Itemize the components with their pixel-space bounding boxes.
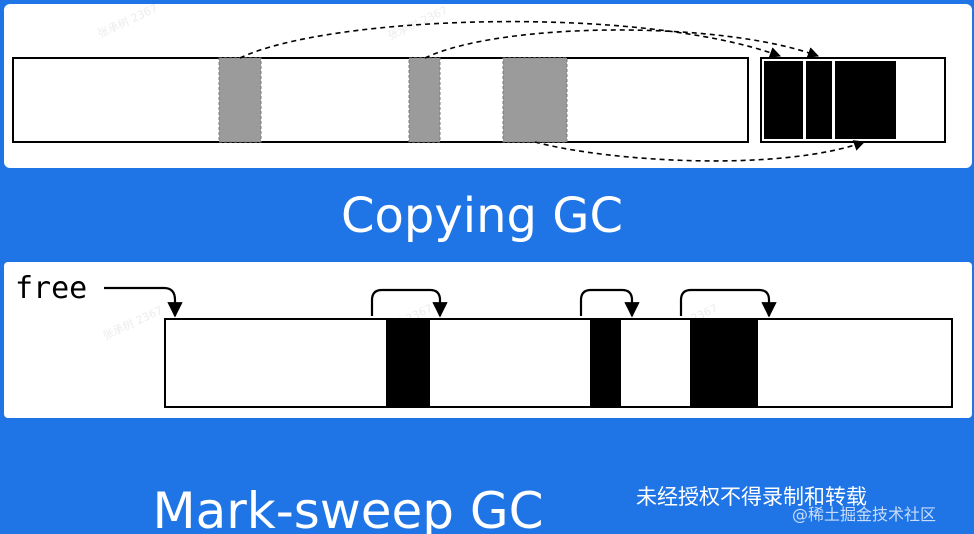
heap-object <box>386 319 430 407</box>
copyright-notice: 未经授权不得录制和转载 <box>636 485 867 509</box>
free-pointer-label: free <box>15 271 87 306</box>
heap-object <box>690 319 758 407</box>
copied-object <box>762 59 805 141</box>
free-link-arrow <box>579 288 640 318</box>
copied-object <box>833 59 898 141</box>
copying-gc-title: Copying GC <box>341 188 623 244</box>
mark-sweep-gc-diagram: 张承树 2367 张承树 2367 张承树 2367 free <box>4 262 972 418</box>
free-link-arrow <box>679 288 777 318</box>
live-object <box>218 57 262 143</box>
mark-sweep-gc-title: Mark-sweep GC <box>152 482 543 534</box>
free-pointer-arrow <box>104 286 183 318</box>
heap-space <box>164 318 953 408</box>
from-space <box>12 57 749 143</box>
copy-arrow <box>239 20 782 59</box>
copying-gc-diagram: 张承树 2367 张承树 2367 张承树 2367 张承树 2367 <box>4 1 972 168</box>
site-watermark: @稀土掘金技术社区 <box>792 505 936 524</box>
heap-object <box>590 319 621 407</box>
copied-object <box>804 59 834 141</box>
free-link-arrow <box>370 288 448 318</box>
live-object <box>408 57 441 143</box>
copy-arrow <box>424 29 820 59</box>
live-object <box>502 57 568 143</box>
copy-arrow <box>534 140 866 162</box>
